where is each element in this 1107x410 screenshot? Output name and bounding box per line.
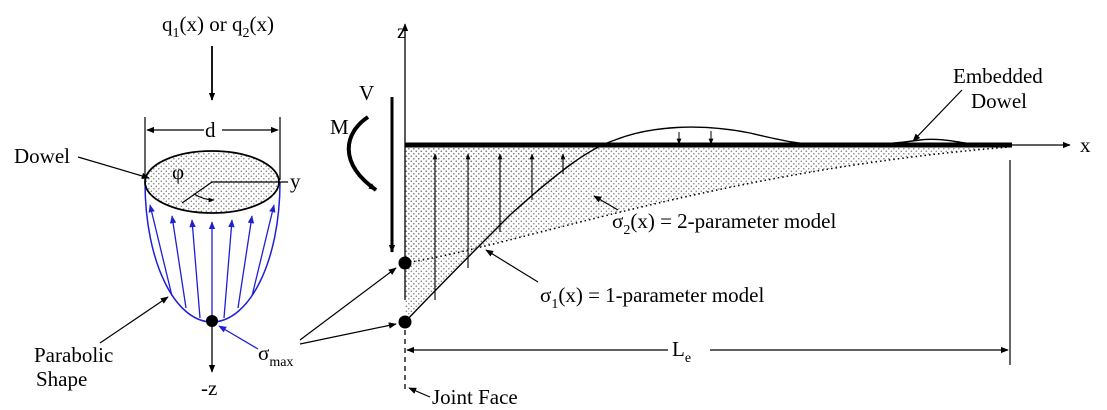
parabolic-leader [99,296,169,344]
sigma-max-leader-blue [218,325,259,350]
sigma2-label: σ2(x) = 2-parameter model [612,209,836,238]
stress-arrow [237,215,255,309]
load-label: q1(x) or q2(x) [162,12,274,41]
stress-arrow [223,219,235,319]
d-label-bg [204,118,222,142]
stress-region-sigma2 [405,147,1010,263]
joint-face-label: Joint Face [432,385,518,409]
stress-arrow [148,204,173,297]
neg-z-label: -z [201,376,217,400]
moment-M-label: M [330,115,349,139]
sigma1-label: σ1(x) = 1-parameter model [540,283,764,312]
reaction-arrows [432,153,566,300]
sigma2-leader [593,195,619,211]
dowel-cross-section: q1(x) or q2(x) d Dowel y φ [14,12,301,400]
stress-arrow [251,204,276,297]
moment-M-arrow [346,115,378,192]
sigma-max-leader-upper [299,267,397,341]
phi-label: φ [172,160,184,184]
sigma-max-leader-lower [299,322,397,345]
sigma-max-point-2param [398,256,412,270]
sigma-max-point-left [206,315,218,327]
Le-label: Le [672,337,691,366]
sigma-max-label: σmax [258,341,293,370]
joint-face-leader [408,387,431,398]
z-axis-label: z [397,19,406,43]
parabolic-label-line1: Parabolic [34,343,113,367]
embedded-dowel-profile: z x V M Embedded Dowel σ2(x) [258,19,1091,409]
stress-arrows [148,204,276,320]
dowel-label: Dowel [14,144,70,168]
embedded-label-line1: Embedded [953,64,1043,88]
Le-label-bg [668,335,710,365]
x-axis-label: x [1080,133,1091,157]
d-label: d [205,118,216,142]
phi-radius-line [181,181,213,204]
embedded-label-line2: Dowel [971,89,1027,113]
embedded-leader [912,89,963,142]
shear-V-label: V [359,81,374,105]
sigma-max-point-1param [398,315,412,329]
phi-arc-arrow [193,193,215,203]
sigma1-leader [485,249,539,283]
parabolic-label-line2: Shape [36,367,87,391]
dowel-leader [77,156,150,180]
y-axis-label: y [290,169,301,193]
stress-arrow [189,219,201,319]
sigma2-curve [404,146,1011,264]
stress-arrow [169,215,187,309]
